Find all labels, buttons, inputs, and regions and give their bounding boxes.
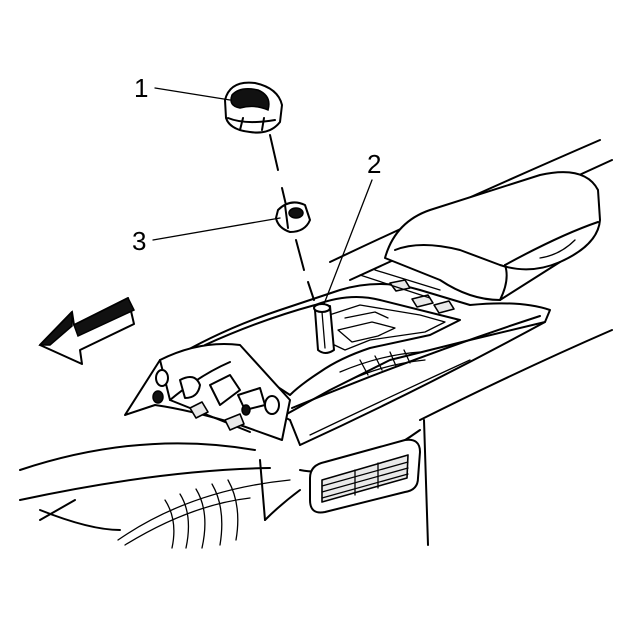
shift-lever [269, 134, 335, 354]
callout-2: 2 [323, 149, 381, 305]
rear-air-vent [309, 438, 421, 514]
callout-3: 3 [132, 217, 281, 256]
console-body [19, 139, 613, 549]
callout-label-2: 2 [367, 149, 381, 179]
callout-label-1: 1 [134, 73, 148, 103]
armrest-lid [384, 171, 601, 301]
shift-knob [224, 81, 283, 134]
callout-1: 1 [134, 73, 231, 103]
knob-retainer-nut [275, 201, 311, 233]
direction-arrow-icon [38, 296, 136, 365]
callout-label-3: 3 [132, 226, 146, 256]
console-front-cavity [124, 343, 291, 441]
